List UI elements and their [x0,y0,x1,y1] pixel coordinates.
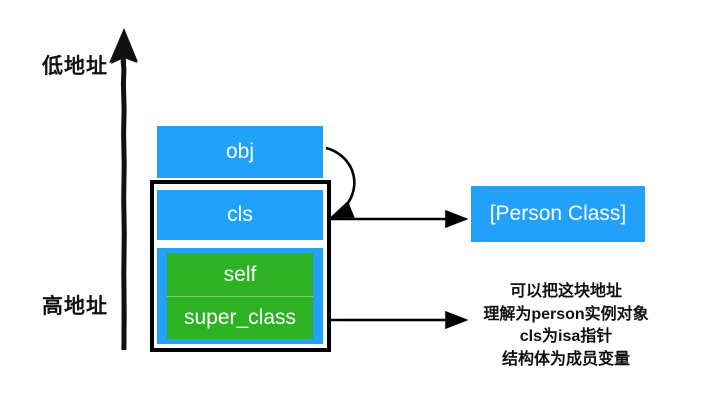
super-class-box-label: super_class [183,306,297,329]
obj-box-label: obj [225,140,255,163]
annotation-line-1: 可以把这块地址 [509,283,622,300]
obj-box: obj [157,126,323,178]
memory-direction-arrow-icon [109,28,138,350]
annotation-line-2: 理解为person实例对象 [483,305,649,323]
person-class-box-label: [Person Class] [489,202,627,225]
cls-box: cls [157,190,323,240]
annotation-line-3: cls为isa指针 [519,328,613,346]
super-class-box: super_class [167,296,313,339]
person-class-box: [Person Class] [471,186,645,242]
annotation-text-block: 可以把这块地址 理解为person实例对象 cls为isa指针 结构体为成员变量 [466,281,666,372]
annotation-line-4: 结构体为成员变量 [501,351,630,369]
low-address-label: 低地址 [42,55,108,78]
high-address-label: 高地址 [42,295,108,318]
self-box-label: self [223,262,257,286]
self-box: self [167,253,313,296]
cls-box-label: cls [227,203,253,226]
